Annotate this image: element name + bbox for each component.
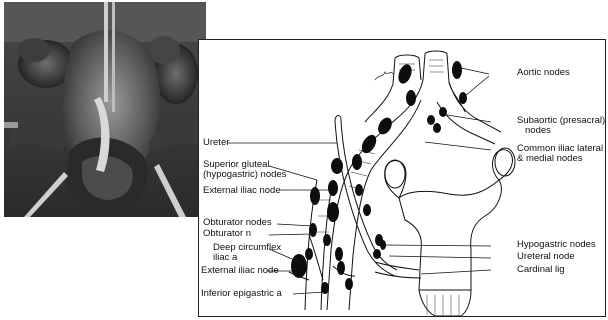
label-subaortic-line2: nodes <box>525 126 551 136</box>
label-deep-circumflex-line2: iliac a <box>213 253 237 263</box>
label-ureter: Ureter <box>203 138 229 148</box>
specimen-photo <box>4 2 206 217</box>
label-hypogastric-nodes: Hypogastric nodes <box>517 240 596 250</box>
label-common-iliac-line2: & medial nodes <box>517 154 582 164</box>
label-inferior-epigastric: Inferior epigastric a <box>201 289 282 299</box>
label-obturator-nodes: Obturator nodes <box>203 218 272 228</box>
label-superior-gluteal-line2: (hypogastric) nodes <box>203 170 286 180</box>
label-ureteral-node: Ureteral node <box>517 252 575 262</box>
label-external-iliac-node-upper: External iliac node <box>203 186 281 196</box>
label-aortic-nodes: Aortic nodes <box>517 68 570 78</box>
diagram-frame: Aortic nodes Subaortic (presacral) nodes… <box>198 39 606 317</box>
specimen-photo-drawing <box>4 2 206 217</box>
label-cardinal-lig: Cardinal lig <box>517 265 565 275</box>
label-obturator-n: Obturator n <box>203 229 251 239</box>
label-external-iliac-node-lower: External iliac node <box>201 266 279 276</box>
